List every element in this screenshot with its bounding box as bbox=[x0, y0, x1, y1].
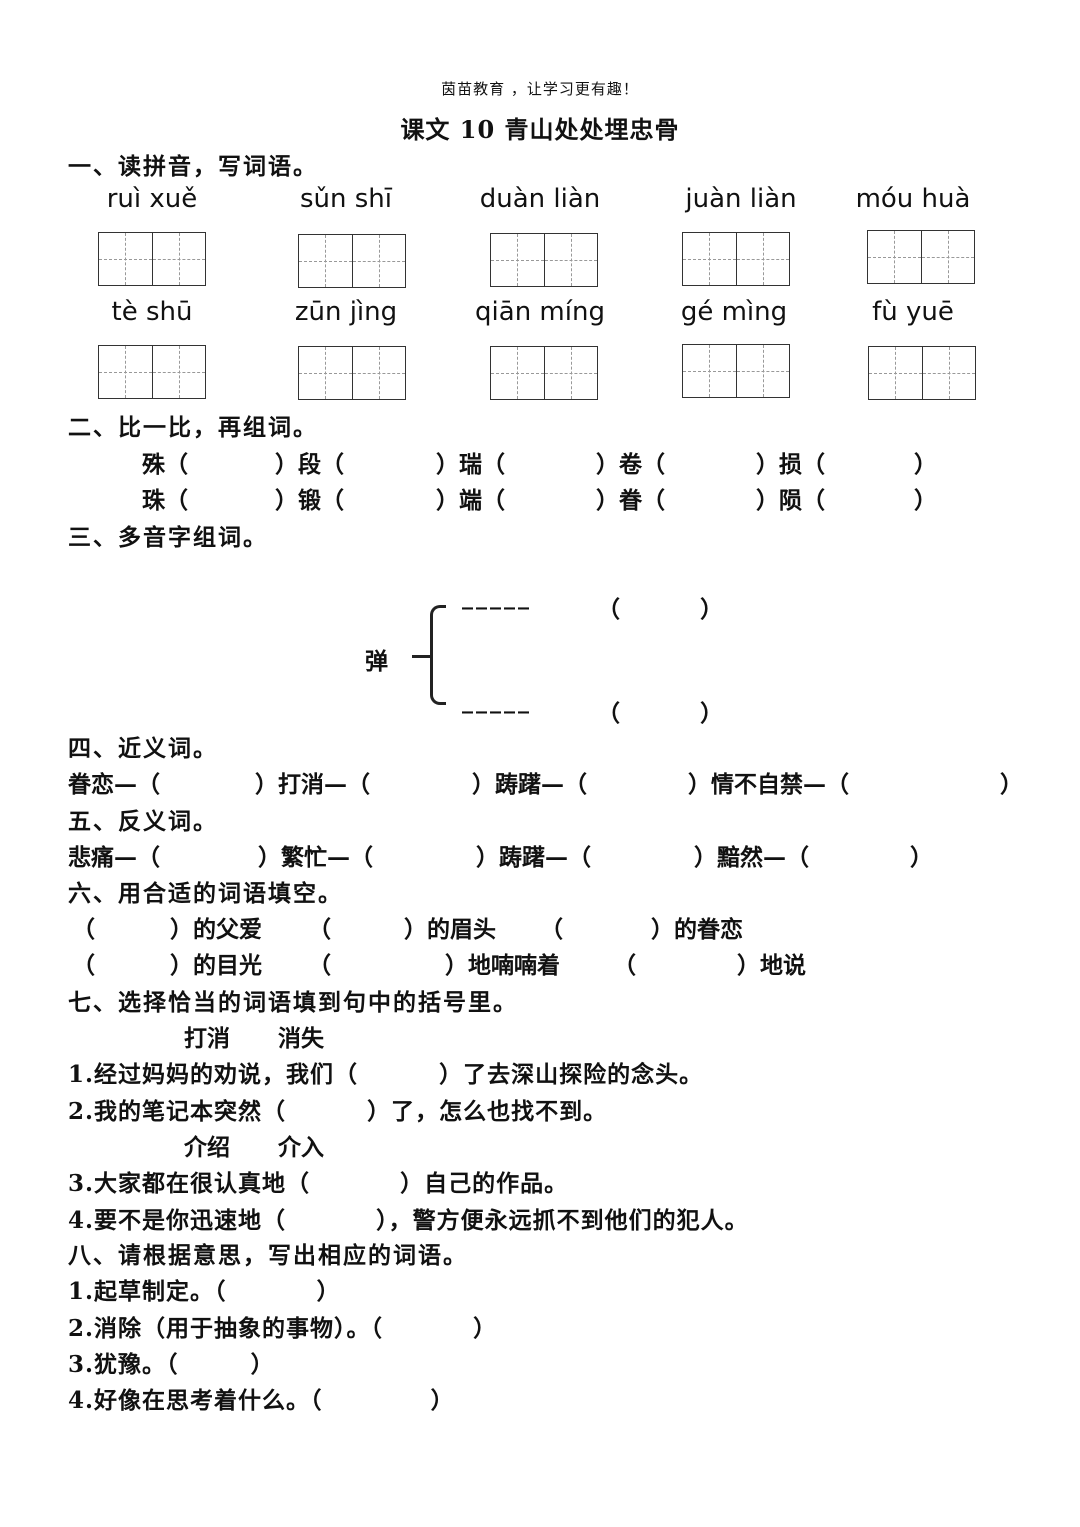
fill-item: （ bbox=[308, 916, 331, 943]
compare-item: ）锻（ bbox=[275, 487, 344, 514]
fill-item: ）的眉头 bbox=[404, 916, 496, 943]
pinyin-label: juàn liàn bbox=[685, 184, 797, 214]
antonym-item: ）黯然—（ bbox=[694, 844, 809, 871]
synonym-item: ）踌躇—（ bbox=[472, 771, 587, 798]
question: 1.经过妈妈的劝说，我们（ ）了去深山探险的念头。 bbox=[68, 1061, 704, 1088]
fill-item: （ bbox=[72, 952, 95, 979]
section1-heading: 一、读拼音，写词语。 bbox=[68, 153, 318, 180]
antonym-item: 悲痛—（ bbox=[68, 844, 160, 871]
writing-grid[interactable] bbox=[682, 232, 790, 286]
fill-item: ）的目光 bbox=[170, 952, 262, 979]
question: 3.犹豫。（ ） bbox=[68, 1351, 275, 1378]
pinyin-label: duàn liàn bbox=[479, 184, 601, 214]
fill-item: ）地喃喃着 bbox=[445, 952, 560, 979]
antonym-item: ）繁忙—（ bbox=[258, 844, 373, 871]
fill-item: （ bbox=[540, 916, 563, 943]
question: 2.消除（用于抽象的事物）。（ ） bbox=[68, 1315, 498, 1342]
compare-item: ） bbox=[914, 451, 937, 478]
compare-item: ）瑞（ bbox=[436, 451, 505, 478]
compare-item: 珠（ bbox=[142, 487, 188, 514]
pinyin-label: tè shū bbox=[111, 297, 193, 327]
writing-grid[interactable] bbox=[98, 232, 206, 286]
section4-heading: 四、近义词。 bbox=[68, 735, 218, 762]
section5-heading: 五、反义词。 bbox=[68, 808, 218, 835]
page-title: 课文 10 青山处处埋忠骨 bbox=[400, 115, 680, 144]
writing-grid[interactable] bbox=[98, 345, 206, 399]
compare-item: ）卷（ bbox=[596, 451, 665, 478]
pinyin-label: gé mìng bbox=[680, 297, 788, 327]
page-header: 茵苗教育 ，让学习更有趣！ bbox=[441, 80, 639, 98]
pinyin-label: qiān míng bbox=[475, 297, 605, 327]
section7-heading: 七、选择恰当的词语填到句中的括号里。 bbox=[68, 989, 518, 1016]
fill-item: （ bbox=[308, 952, 331, 979]
answer-paren: （ ） bbox=[597, 700, 724, 727]
fill-item: （ bbox=[72, 916, 95, 943]
compare-item: ）段（ bbox=[275, 451, 344, 478]
question: 1.起草制定。（ ） bbox=[68, 1278, 341, 1305]
compare-item: 殊（ bbox=[142, 451, 188, 478]
antonym-item: ） bbox=[910, 844, 933, 871]
compare-item: ）损（ bbox=[756, 451, 825, 478]
section3-heading: 三、多音字组词。 bbox=[68, 524, 268, 551]
section8-heading: 八、请根据意思，写出相应的词语。 bbox=[68, 1242, 468, 1269]
polyphone-char: 弹 bbox=[365, 648, 388, 675]
brace-stem bbox=[412, 655, 432, 658]
word-pair: 介绍 介入 bbox=[184, 1134, 325, 1161]
compare-item: ）眷（ bbox=[596, 487, 665, 514]
question: 2.我的笔记本突然（ ）了，怎么也找不到。 bbox=[68, 1098, 608, 1125]
pinyin-label: fù yuē bbox=[872, 297, 954, 327]
answer-blank[interactable]: _____ bbox=[462, 584, 532, 610]
pinyin-label: sǔn shī bbox=[299, 184, 392, 214]
compare-item: ） bbox=[914, 487, 937, 514]
writing-grid[interactable] bbox=[868, 346, 976, 400]
writing-grid[interactable] bbox=[298, 234, 406, 288]
synonym-item: ）情不自禁—（ bbox=[688, 771, 849, 798]
writing-grid[interactable] bbox=[298, 346, 406, 400]
question: 3.大家都在很认真地（ ）自己的作品。 bbox=[68, 1170, 569, 1197]
fill-item: ）的父爱 bbox=[170, 916, 262, 943]
word-pair: 打消 消失 bbox=[184, 1025, 325, 1052]
fill-item: ）的眷恋 bbox=[651, 916, 743, 943]
writing-grid[interactable] bbox=[490, 233, 598, 287]
answer-paren: （ ） bbox=[597, 596, 724, 623]
section6-heading: 六、用合适的词语填空。 bbox=[68, 880, 343, 907]
fill-item: ）地说 bbox=[737, 952, 806, 979]
writing-grid[interactable] bbox=[490, 346, 598, 400]
fill-item: （ bbox=[613, 952, 636, 979]
synonym-item: ） bbox=[1000, 771, 1023, 798]
writing-grid[interactable] bbox=[682, 344, 790, 398]
pinyin-label: zūn jìng bbox=[294, 297, 398, 327]
pinyin-label: móu huà bbox=[855, 184, 971, 214]
compare-item: ）陨（ bbox=[756, 487, 825, 514]
brace bbox=[430, 605, 446, 705]
writing-grid[interactable] bbox=[867, 230, 975, 284]
synonym-item: 眷恋—（ bbox=[68, 771, 160, 798]
antonym-item: ）踌躇—（ bbox=[476, 844, 591, 871]
synonym-item: ）打消—（ bbox=[255, 771, 370, 798]
question: 4.要不是你迅速地（ ），警方便永远抓不到他们的犯人。 bbox=[68, 1207, 749, 1234]
pinyin-label: ruì xuě bbox=[106, 184, 198, 214]
section2-heading: 二、比一比，再组词。 bbox=[68, 414, 318, 441]
answer-blank[interactable]: _____ bbox=[462, 688, 532, 714]
compare-item: ）端（ bbox=[436, 487, 505, 514]
question: 4.好像在思考着什么。（ ） bbox=[68, 1387, 455, 1414]
